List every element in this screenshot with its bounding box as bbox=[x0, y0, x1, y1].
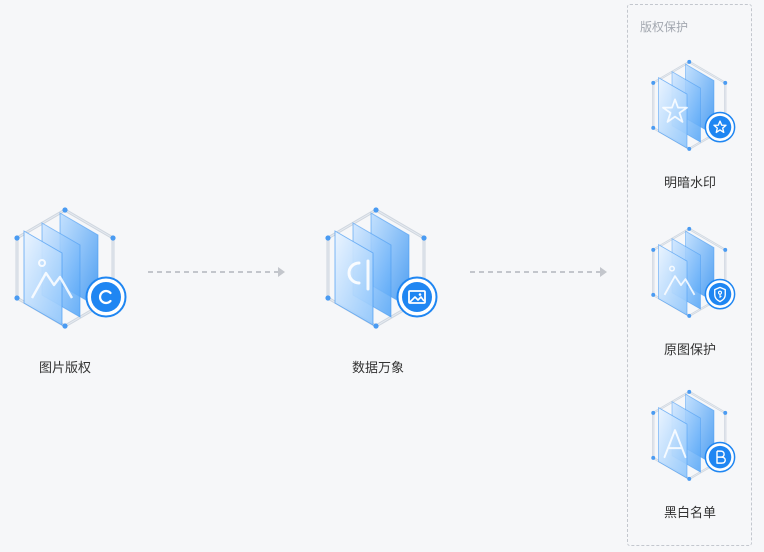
watermark-node bbox=[648, 58, 738, 152]
data-ci-node-graphic bbox=[323, 205, 438, 331]
panel-title: 版权保护 bbox=[640, 20, 689, 34]
shield-key-icon bbox=[704, 278, 736, 310]
star-shape-icon bbox=[662, 98, 688, 123]
flow-arrow-1 bbox=[148, 267, 285, 277]
data-ci-node bbox=[321, 205, 441, 331]
copyright-node-graphic bbox=[12, 205, 127, 331]
original-protect-node bbox=[648, 225, 738, 319]
star-icon bbox=[704, 111, 736, 143]
letter-a-icon bbox=[663, 429, 687, 459]
original-protect-node-label: 原图保护 bbox=[663, 343, 716, 358]
blacklist-whitelist-node bbox=[648, 388, 738, 482]
blacklist-whitelist-node-label: 黑白名单 bbox=[663, 506, 716, 521]
letter-b-icon bbox=[704, 441, 736, 473]
copyright-node-label: 图片版权 bbox=[38, 361, 91, 376]
image-icon bbox=[396, 276, 438, 318]
data-ci-node-label: 数据万象 bbox=[351, 361, 404, 376]
mountain-image-icon bbox=[663, 265, 696, 296]
original-protect-node-graphic bbox=[650, 225, 736, 319]
flow-arrow-2 bbox=[470, 267, 607, 277]
mountain-image-icon bbox=[30, 259, 74, 299]
copyright-protection-panel: 版权保护 bbox=[627, 4, 752, 546]
copyright-c-icon bbox=[85, 276, 127, 318]
copyright-node bbox=[10, 205, 130, 331]
ci-logo-icon bbox=[347, 259, 370, 291]
blacklist-whitelist-node-graphic bbox=[650, 388, 736, 482]
watermark-node-label: 明暗水印 bbox=[663, 176, 716, 191]
watermark-node-graphic bbox=[650, 58, 736, 152]
